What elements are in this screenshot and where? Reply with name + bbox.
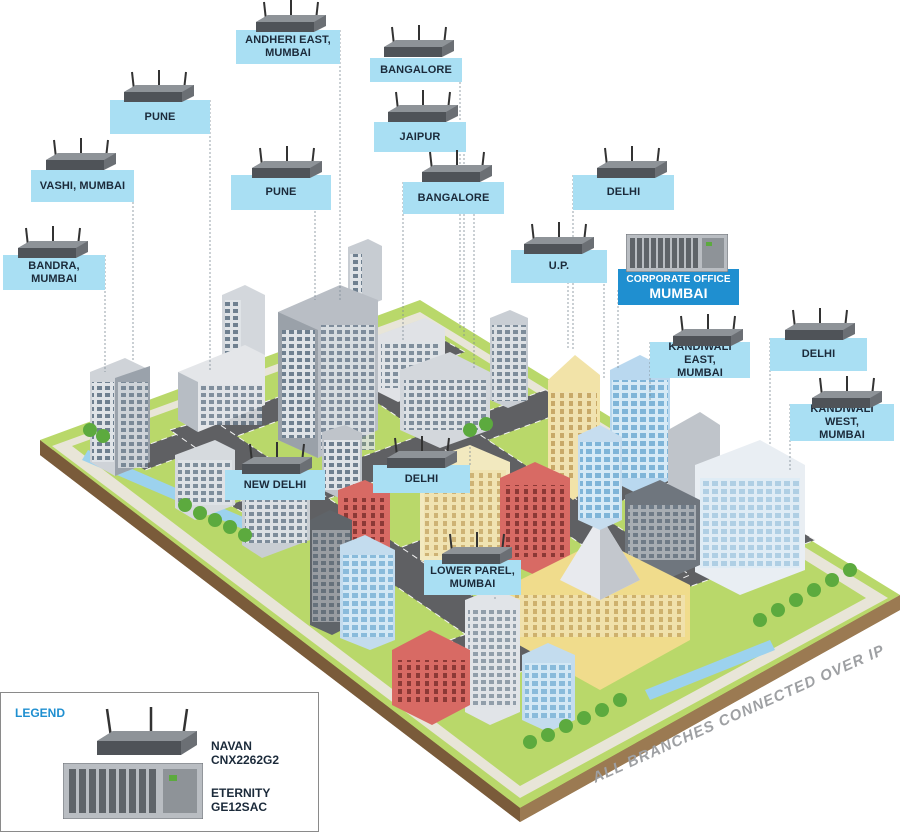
branch-label: BANGALORE [417, 191, 490, 204]
branch-tag-lower-parel: LOWER PAREL, MUMBAI [424, 560, 521, 595]
wireless-router-icon [597, 146, 667, 178]
legend-label-chassis: ETERNITY GE12SAC [211, 786, 271, 814]
river-right [645, 640, 775, 700]
branch-label: NEW DELHI [243, 478, 307, 491]
branch-label: PUNE [144, 110, 176, 123]
rack-chassis-icon [626, 234, 728, 272]
branch-tag-vashi: VASHI, MUMBAI [31, 170, 134, 202]
wireless-router-icon [97, 707, 197, 755]
wireless-router-icon [124, 70, 194, 102]
branch-tag-delhi-top: DELHI [573, 175, 674, 210]
rack-chassis-icon [63, 763, 203, 819]
branch-label: ANDHERI EAST, MUMBAI [245, 34, 331, 59]
wireless-router-icon [384, 25, 454, 57]
wireless-router-icon [388, 90, 458, 122]
branch-label: LOWER PAREL, MUMBAI [430, 564, 515, 590]
branch-label: BANGALORE [380, 63, 452, 76]
branch-tag-delhi-center: DELHI [373, 465, 470, 493]
wireless-router-icon [673, 314, 743, 346]
branch-label: BANDRA, MUMBAI [28, 259, 80, 285]
buildings [90, 239, 805, 732]
wireless-router-icon [812, 376, 882, 408]
branch-label: PUNE [265, 186, 297, 198]
corporate-office-city: MUMBAI [649, 284, 708, 301]
branch-tag-kandiwali-east: KANDIWALI EAST, MUMBAI [650, 340, 750, 379]
corporate-office-tag: CORPORATE OFFICE MUMBAI [618, 269, 739, 305]
branch-label: DELHI [606, 186, 641, 198]
branch-label: DELHI [801, 348, 836, 360]
branch-tag-bangalore-mid: BANGALORE [403, 182, 504, 214]
branch-tag-new-delhi: NEW DELHI [225, 470, 325, 500]
branch-tag-pune-top: PUNE [110, 100, 210, 134]
wireless-router-icon [252, 146, 322, 178]
wireless-router-icon [46, 138, 116, 170]
branch-tag-kandiwali-west: KANDIWALI WEST, MUMBAI [790, 403, 894, 441]
legend-label-router: NAVAN CNX2262G2 [211, 739, 280, 767]
branch-tag-pune-mid: PUNE [231, 175, 331, 210]
branch-label: VASHI, MUMBAI [39, 179, 126, 192]
corporate-office-label: CORPORATE OFFICE [626, 273, 731, 285]
wireless-router-icon [242, 442, 312, 474]
trees [83, 417, 857, 749]
branch-tag-delhi-right: DELHI [770, 338, 867, 371]
wireless-router-icon [422, 150, 492, 182]
branch-label: U.P. [548, 260, 570, 272]
branch-tag-jaipur: JAIPUR [374, 122, 466, 152]
branch-tag-bandra: BANDRA, MUMBAI [3, 255, 105, 290]
wireless-router-icon [785, 308, 855, 340]
branch-label: DELHI [404, 472, 439, 485]
wireless-router-icon [387, 436, 457, 468]
branch-tag-andheri-east: ANDHERI EAST, MUMBAI [236, 30, 340, 64]
wireless-router-icon [18, 226, 88, 258]
legend-box: LEGEND NAVAN CNX2262G2 ETERNITY GE12SAC [0, 692, 319, 832]
wireless-router-icon [256, 0, 326, 32]
branch-tag-up: U.P. [511, 250, 607, 283]
wireless-router-icon [442, 532, 512, 564]
wireless-router-icon [524, 222, 594, 254]
branch-tag-bangalore-top: BANGALORE [370, 58, 462, 82]
legend-title: LEGEND [15, 706, 66, 720]
branch-label: KANDIWALI EAST, MUMBAI [668, 340, 732, 379]
branch-label: JAIPUR [399, 130, 441, 143]
